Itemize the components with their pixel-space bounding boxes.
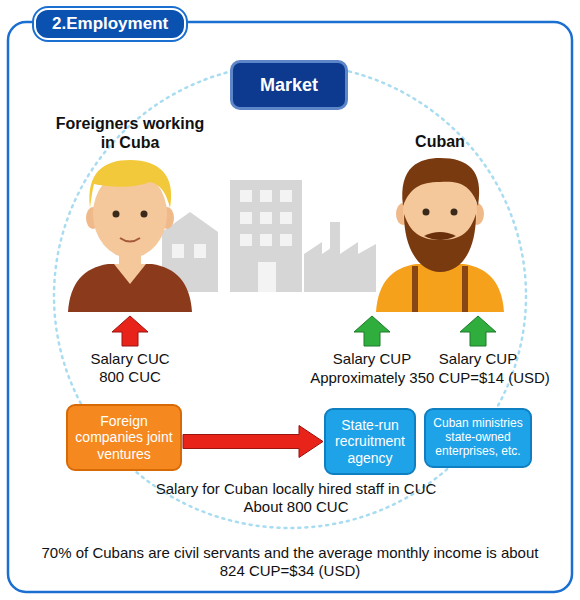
salary-label: Salary CUP	[428, 350, 528, 368]
ministry-box: Cuban ministries state-owned enterprises…	[424, 408, 532, 468]
cuban-figure-part	[412, 266, 418, 312]
salary-label: Salary CUP	[322, 350, 422, 368]
foreigner-figure-part	[68, 264, 192, 312]
salary-note: Salary for Cuban locally hired staff in …	[136, 480, 456, 516]
foreigner-figure-part	[141, 211, 148, 218]
company-box: Foreign companies joint ventures	[66, 404, 182, 471]
caption: 70% of Cubans are civil servants and the…	[40, 544, 540, 580]
cuban-figure-part	[424, 232, 456, 240]
foreigner-figure	[68, 160, 192, 312]
salary-label: Salary CUC 800 CUC	[82, 350, 178, 386]
box-text: State-run recruitment agency	[330, 417, 410, 465]
title-tab: 2.Employment	[34, 8, 186, 40]
market-box: Market	[230, 60, 348, 110]
salary-arrows-part	[460, 316, 496, 346]
outer-frame	[8, 22, 572, 592]
box-text: Market	[260, 75, 318, 96]
salary-arrows-part	[112, 316, 148, 346]
buildings-part	[240, 190, 252, 202]
box-text: Foreign companies joint ventures	[72, 413, 176, 461]
foreigner-figure-part	[89, 160, 171, 208]
buildings-part	[260, 212, 272, 224]
salary-note: Approximately 350 CUP=$14 (USD)	[295, 369, 565, 387]
buildings-part	[258, 262, 276, 292]
flow-arrow	[183, 426, 323, 458]
buildings-part	[172, 244, 184, 258]
foreigner-figure-part	[120, 238, 140, 242]
buildings-part	[260, 234, 272, 246]
buildings-part	[194, 244, 206, 258]
buildings-part	[280, 234, 292, 246]
buildings-part	[240, 212, 252, 224]
buildings-part	[280, 190, 292, 202]
salary-arrows-part	[354, 316, 390, 346]
cuban-figure-part	[402, 158, 479, 206]
box-text: Cuban ministries state-owned enterprises…	[430, 417, 526, 458]
cuban-figure-part	[451, 209, 458, 216]
title-text: 2.Employment	[52, 14, 168, 34]
cuban-figure	[376, 158, 504, 312]
cuban-figure-part	[423, 209, 430, 216]
buildings-part	[240, 234, 252, 246]
buildings-part	[304, 242, 376, 292]
salary-arrows	[112, 316, 496, 346]
cuban-figure-part	[404, 214, 476, 272]
agency-box: State-run recruitment agency	[324, 408, 416, 475]
buildings-part	[260, 190, 272, 202]
foreigner-figure-part	[113, 211, 120, 218]
cuban-figure-part	[462, 266, 468, 312]
buildings-part	[280, 212, 292, 224]
actor-heading: Foreigners working in Cuba	[55, 114, 205, 152]
buildings	[162, 180, 376, 292]
buildings-part	[230, 180, 302, 292]
actor-heading: Cuban	[380, 132, 500, 151]
